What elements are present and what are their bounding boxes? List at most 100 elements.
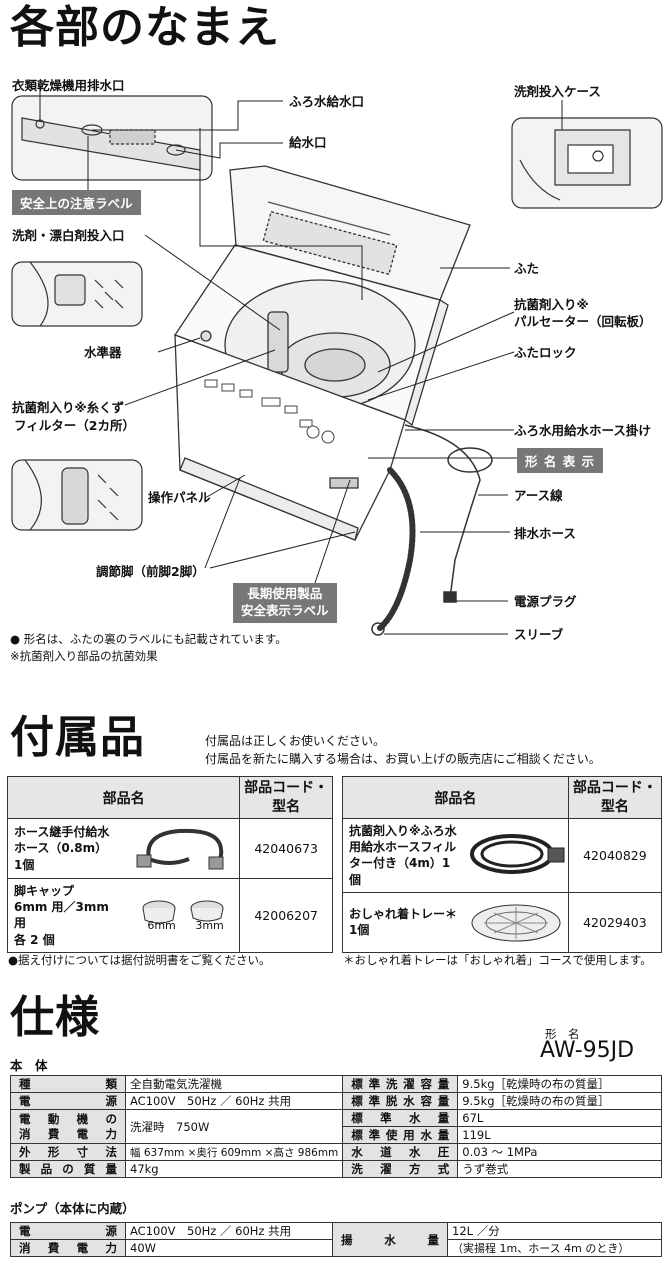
delicate-tray-icon [471, 904, 561, 942]
part-name: 抗菌剤入り※ふろ水 [349, 824, 457, 838]
table-row: 電源 AC100V 50Hz ／ 60Hz 共用 標準脱水容量 9.5kg［乾燥… [10, 1092, 662, 1110]
table-row: 抗菌剤入り※ふろ水 用給水ホースフィル ター付き（4m）1個 42040829 [341, 818, 663, 893]
spec-value: 全自動電気洗濯機 [124, 1075, 344, 1093]
spec-value: 洗濯時 750W [124, 1109, 344, 1144]
spec-key-line: 消費電力 [19, 1126, 117, 1141]
label-power-plug: 電源プラグ [514, 594, 577, 609]
label-level: 水準器 [84, 345, 122, 360]
label-filter-1: 抗菌剤入り※糸くず [12, 400, 125, 415]
table-row: 種類 全自動電気洗濯機 標準洗濯容量 9.5kg［乾燥時の布の質量］ [10, 1075, 662, 1093]
header-part-code: 部品コード・ 型名 [239, 776, 333, 819]
spec-value: 47kg [124, 1160, 344, 1178]
spec-value: 40W [125, 1239, 333, 1257]
label-bath-inlet: ふろ水給水口 [289, 94, 365, 109]
cap-6mm-label: 6mm [147, 919, 176, 932]
spec-key: 標準洗濯容量 [342, 1075, 459, 1093]
label-detergent-case: 洗剤投入ケース [514, 84, 601, 99]
inset-top-left [11, 95, 213, 181]
label-control-panel: 操作パネル [148, 490, 211, 505]
header-code-1: 部品コード・ [244, 780, 329, 797]
spec-value: AC100V 50Hz ／ 60Hz 共用 [124, 1092, 344, 1110]
washer-diagram [11, 85, 663, 636]
part-code: 42040829 [567, 818, 663, 893]
table-row: ホース継手付給水 ホース（0.8m） 1個 42040673 [7, 818, 333, 879]
spec-key: 標準脱水容量 [342, 1092, 459, 1110]
spec-key: 外形寸法 [10, 1143, 126, 1161]
spec-value: 9.5kg［乾燥時の布の質量］ [457, 1075, 662, 1093]
header-code-2: 型名 [600, 798, 629, 815]
label-lid: ふた [514, 261, 540, 276]
accessories-title: 付属品 [10, 712, 145, 763]
cap-3mm-label: 3mm [195, 919, 224, 932]
inset-lint-filter [11, 459, 143, 531]
table-row: 製品の質量 47kg 洗濯方式 うず巻式 [10, 1160, 662, 1178]
parts-note-1: ● 形名は、ふたの裏のラベルにも記載されています。 [10, 632, 287, 646]
spec-key: 標準水量 [342, 1109, 459, 1127]
spec-value: 12L ／分 [447, 1222, 662, 1240]
spec-value: 9.5kg［乾燥時の布の質量］ [457, 1092, 662, 1110]
accessories-note-right: ＊おしゃれ着トレーは「おしゃれ着」コースで使用します。 [343, 953, 652, 967]
spec-key: 電源 [10, 1092, 126, 1110]
part-name: 各 2 個 [14, 932, 55, 947]
part-name: ホース（0.8m） [14, 841, 108, 856]
spec-key: 種類 [10, 1075, 126, 1093]
spec-value: うず巻式 [457, 1160, 662, 1178]
tag-longterm-label-1: 長期使用製品 [247, 586, 323, 601]
part-name: 1個 [14, 857, 35, 872]
part-name: 用給水ホースフィル [349, 840, 457, 855]
spec-key: 電源 [10, 1222, 126, 1240]
washer-body [174, 165, 471, 541]
tray-image [463, 891, 569, 953]
spec-key: 製品の質量 [10, 1160, 126, 1178]
spec-key: 標準使用水量 [342, 1126, 459, 1144]
label-lid-lock: ふたロック [514, 345, 577, 360]
accessories-table-right: 部品名 部品コード・ 型名 抗菌剤入り※ふろ水 用給水ホースフィル ター付き（4… [341, 776, 663, 953]
spec-key: 洗濯方式 [342, 1160, 459, 1178]
pump-label: ポンプ（本体に内蔵） [10, 1201, 135, 1216]
leader-lines [39, 85, 563, 635]
table-row: おしゃれ着トレー＊ 1個 42029403 [341, 891, 663, 953]
label-drain-hose: 排水ホース [514, 526, 576, 541]
inset-detergent-inlet [11, 261, 143, 327]
header-code-1: 部品コード・ [572, 780, 657, 797]
label-detergent-bleach-inlet: 洗剤・漂白剤投入口 [12, 228, 125, 243]
specs-title: 仕様 [10, 992, 100, 1043]
spec-key: 水道水圧 [342, 1143, 459, 1161]
label-hose-hook: ふろ水用給水ホース掛け [514, 423, 651, 438]
part-name: ホース継手付給水 [14, 825, 110, 840]
parts-note-2: ※抗菌剤入り部品の抗菌効果 [10, 649, 158, 663]
spec-key: 揚水量 [332, 1222, 448, 1257]
power-cord [404, 424, 493, 603]
spec-value: 0.03 ～ 1MPa [457, 1143, 662, 1161]
spec-value: （実揚程 1m、ホース 4m のとき） [447, 1239, 662, 1257]
part-name: ター付き（4m）1個 [349, 856, 451, 887]
part-name: 6mm 用／3mm 用 [14, 900, 109, 931]
header-part-code: 部品コード・ 型名 [567, 776, 663, 819]
part-code: 42029403 [567, 891, 663, 953]
body-label: 本 体 [10, 1058, 48, 1073]
spec-value: 67L [457, 1109, 662, 1127]
label-sleeve: スリーブ [514, 627, 564, 642]
table-row: 標準使用水量 119L [11, 1126, 662, 1144]
part-name: 1個 [349, 923, 370, 938]
spec-table-body: 種類 全自動電気洗濯機 標準洗濯容量 9.5kg［乾燥時の布の質量］ 電源 AC… [10, 1075, 662, 1178]
hose-image [129, 818, 241, 879]
parts-title: 各部のなまえ [10, 2, 280, 53]
bath-hose-image [463, 818, 569, 893]
model-number: AW-95JD [540, 1038, 635, 1063]
part-name: 脚キャップ [14, 884, 75, 898]
model-label: 形 名 [545, 1027, 580, 1041]
label-earth-wire: アース線 [514, 488, 563, 503]
header-code-2: 型名 [272, 798, 301, 815]
bath-hose-icon [469, 833, 565, 874]
accessories-note-left: ●据え付けについては据付説明書をご覧ください。 [8, 953, 271, 967]
foot-cap-icon [142, 900, 224, 924]
spec-value: 幅 637mm ×奥行 609mm ×高さ 986mm [124, 1143, 344, 1161]
tag-model-display: 形 名 表 示 [517, 448, 604, 473]
label-filter-2: フィルター（2カ所） [14, 418, 135, 433]
supply-hose-icon [136, 828, 224, 870]
part-code: 42006207 [239, 878, 333, 953]
spec-value: 119L [457, 1126, 662, 1144]
accessories-table-left: 部品名 部品コード・ 型名 ホース継手付給水 ホース（0.8m） 1個 4204… [6, 776, 333, 953]
spec-key: 電動機の 消費電力 [10, 1109, 126, 1144]
